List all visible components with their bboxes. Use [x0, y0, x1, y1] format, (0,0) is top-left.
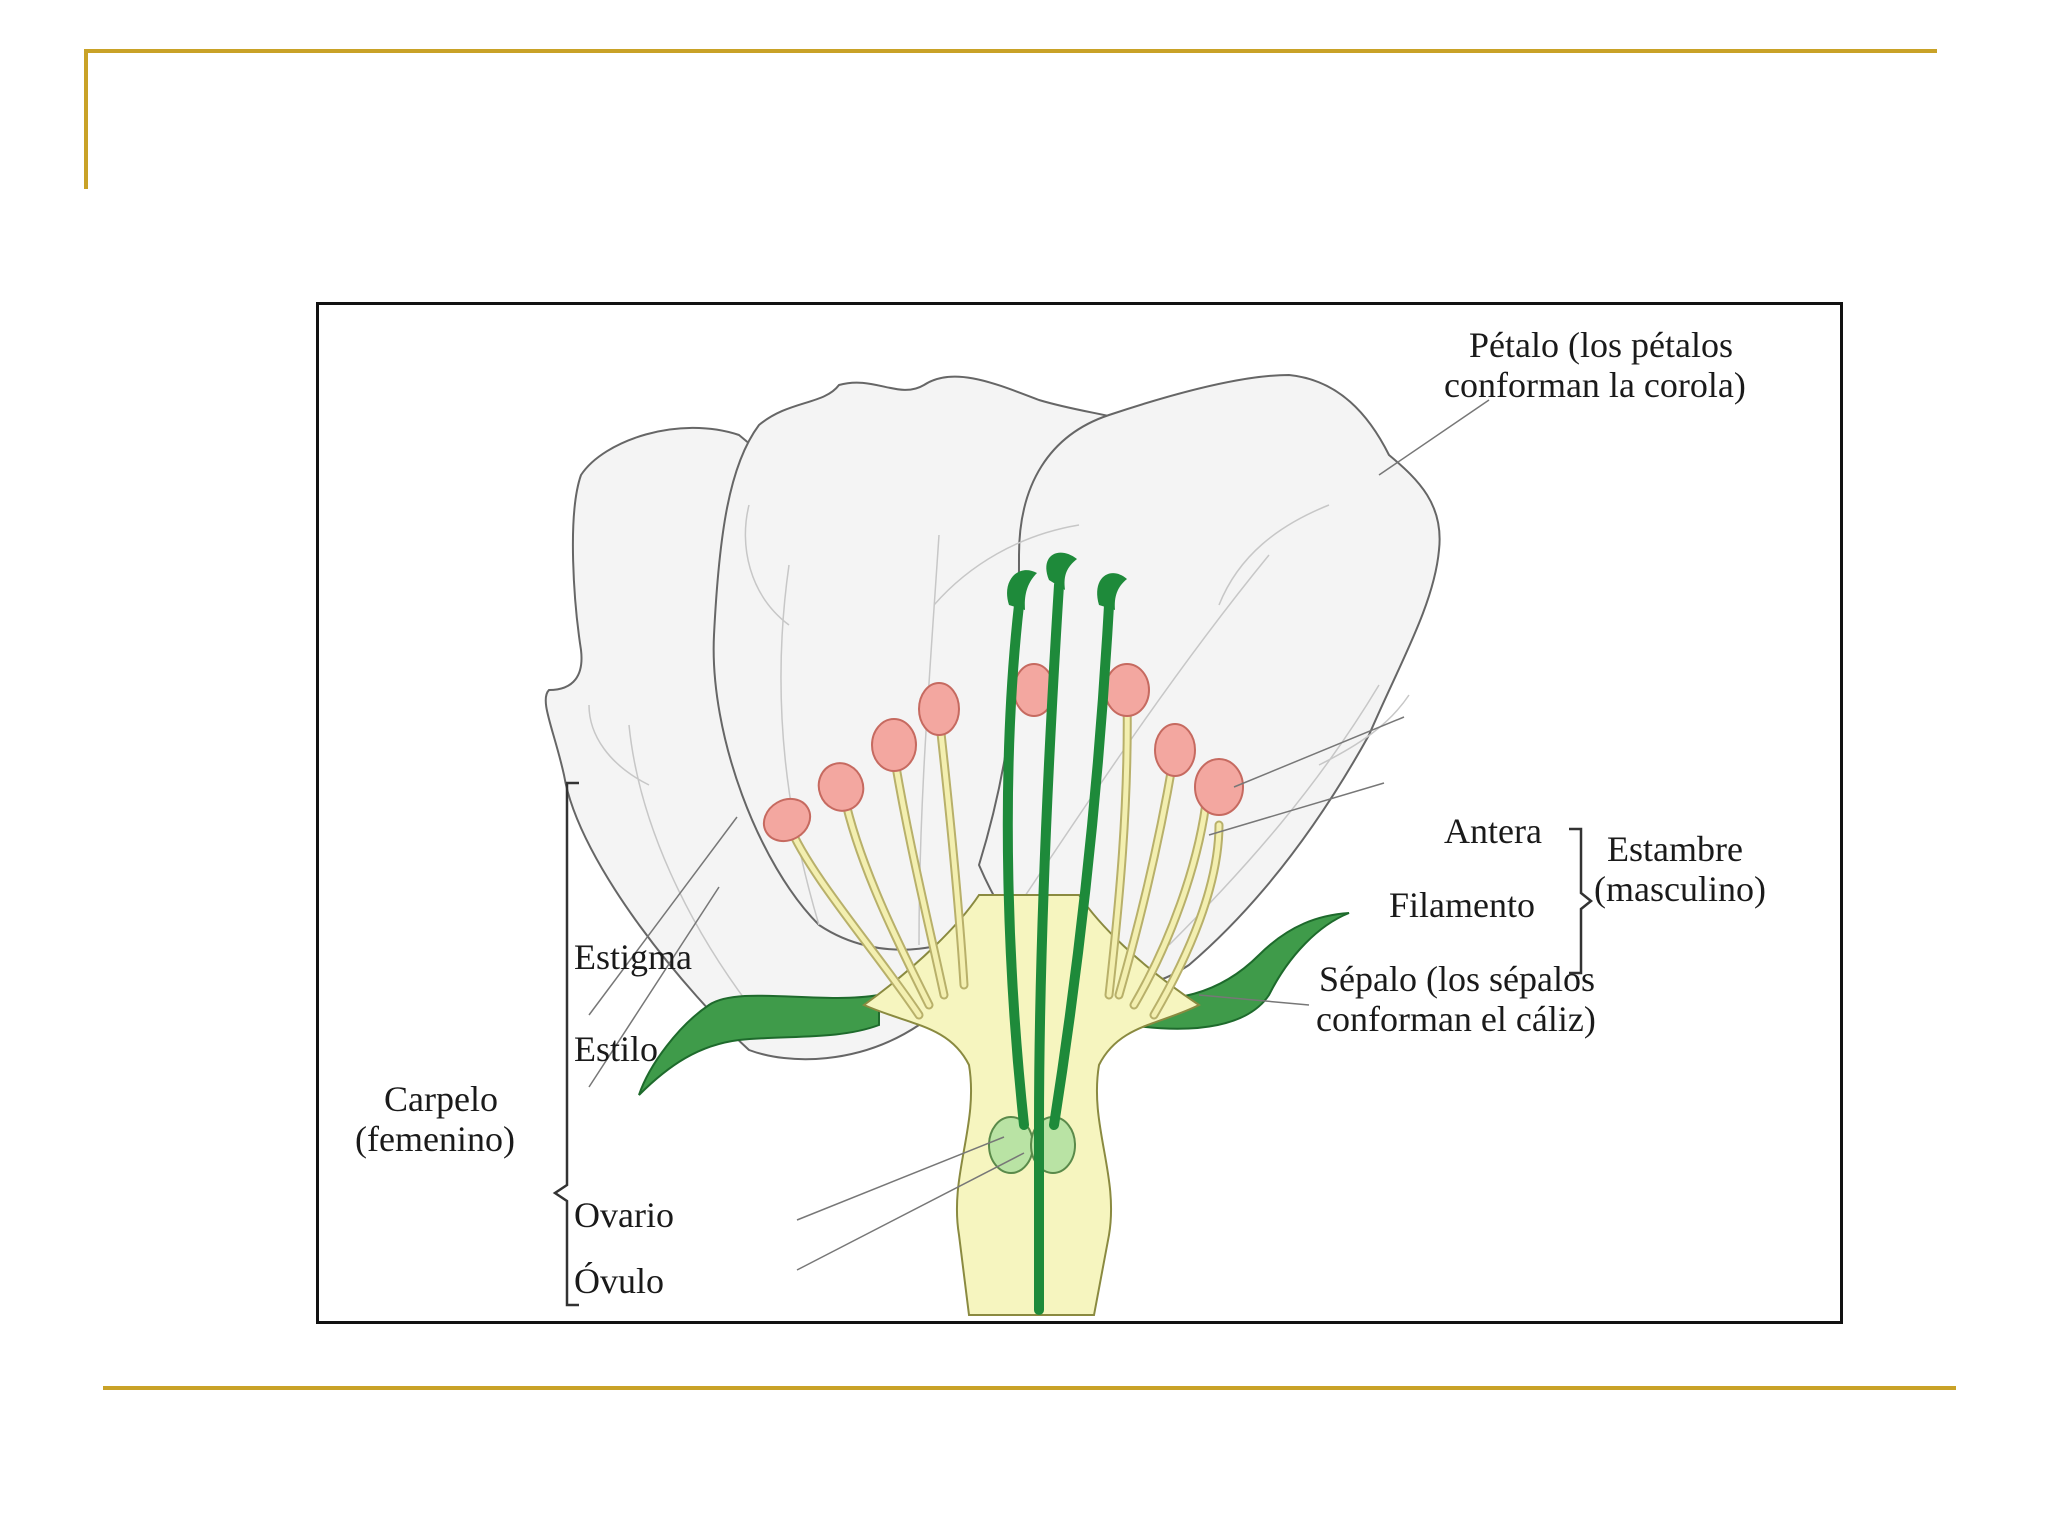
label-estambre-1: Estambre [1607, 829, 1743, 869]
label-petalo-2: conforman la corola) [1444, 365, 1746, 405]
slide-rule-bottom [103, 1386, 1956, 1390]
estambre-bracket [1569, 827, 1594, 975]
anthers [762, 663, 1244, 843]
label-carpelo-1: Carpelo [384, 1079, 498, 1119]
label-ovario: Ovario [574, 1195, 674, 1235]
label-ovulo: Óvulo [574, 1261, 664, 1301]
label-filamento: Filamento [1389, 885, 1535, 925]
petal-veins [588, 504, 1410, 1006]
label-antera: Antera [1444, 811, 1542, 851]
label-estilo: Estilo [574, 1029, 658, 1069]
label-sepalo-1: Sépalo (los sépalos [1319, 959, 1595, 999]
leader-lines [588, 399, 1490, 1271]
carpelo-bracket [552, 781, 579, 1307]
slide-rule-left [84, 49, 88, 189]
diagram-labels: Pétalo (los pétalos conforman la corola)… [355, 325, 1766, 1301]
styles [1002, 580, 1114, 1315]
label-estigma: Estigma [574, 937, 692, 977]
flower-diagram-frame: Pétalo (los pétalos conforman la corola)… [316, 302, 1843, 1324]
stigmas [1007, 552, 1127, 610]
label-sepalo-2: conforman el cáliz) [1316, 999, 1596, 1039]
flower-diagram: Pétalo (los pétalos conforman la corola)… [355, 325, 1766, 1316]
label-petalo-1: Pétalo (los pétalos [1469, 325, 1733, 365]
label-estambre-2: (masculino) [1594, 869, 1766, 909]
label-carpelo-2: (femenino) [355, 1119, 515, 1159]
sepal-left [638, 993, 880, 1096]
brackets [552, 781, 1594, 1307]
slide-rule-top [84, 49, 1937, 53]
